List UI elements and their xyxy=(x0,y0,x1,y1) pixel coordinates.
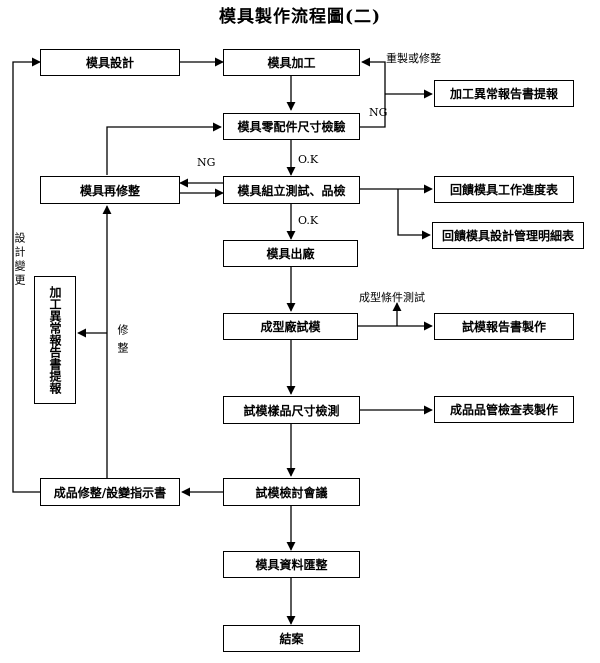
node-mold-design: 模具設計 xyxy=(40,49,180,76)
node-close: 結案 xyxy=(223,625,360,652)
label-ng-inspection: NG xyxy=(369,106,388,119)
node-mold-rework: 模具再修整 xyxy=(40,176,180,204)
node-abnormal-report: 加工異常報告書提報 xyxy=(434,80,574,107)
node-mold-exit: 模具出廠 xyxy=(223,240,358,267)
node-assembly-test: 模具組立測試、品檢 xyxy=(223,176,360,204)
diagram-title: 模具製作流程圖(二) xyxy=(218,7,382,27)
label-rework-side: 修整 xyxy=(116,324,129,360)
node-abnormal-report-left: 加工異常報告書提報 xyxy=(34,276,76,404)
label-ok-assembly: O.K xyxy=(298,214,319,227)
node-feedback-progress: 回饋模具工作進度表 xyxy=(434,176,574,203)
label-design-change: 設計變更 xyxy=(13,232,26,288)
node-trial-report: 試模報告書製作 xyxy=(434,313,574,340)
label-ok-inspection: O.K xyxy=(298,153,319,166)
node-qc-table: 成品品管檢查表製作 xyxy=(434,396,574,423)
node-parts-inspection: 模具零配件尺寸檢驗 xyxy=(223,113,360,140)
node-trial-molding: 成型廠試模 xyxy=(223,313,358,340)
node-feedback-design: 回饋模具設計管理明細表 xyxy=(432,222,584,249)
node-trial-review: 試模檢討會議 xyxy=(223,478,360,506)
node-mold-machining: 模具加工 xyxy=(223,49,360,76)
label-molding-test: 成型條件測試 xyxy=(359,291,425,304)
node-sample-measure: 試模樣品尺寸檢測 xyxy=(223,396,360,424)
label-ng-assembly: NG xyxy=(197,156,216,169)
node-data-archive: 模具資料匯整 xyxy=(223,551,360,578)
node-rework-instruction: 成品修整/設變指示書 xyxy=(40,478,180,506)
label-remake: 重製或修整 xyxy=(386,52,441,65)
